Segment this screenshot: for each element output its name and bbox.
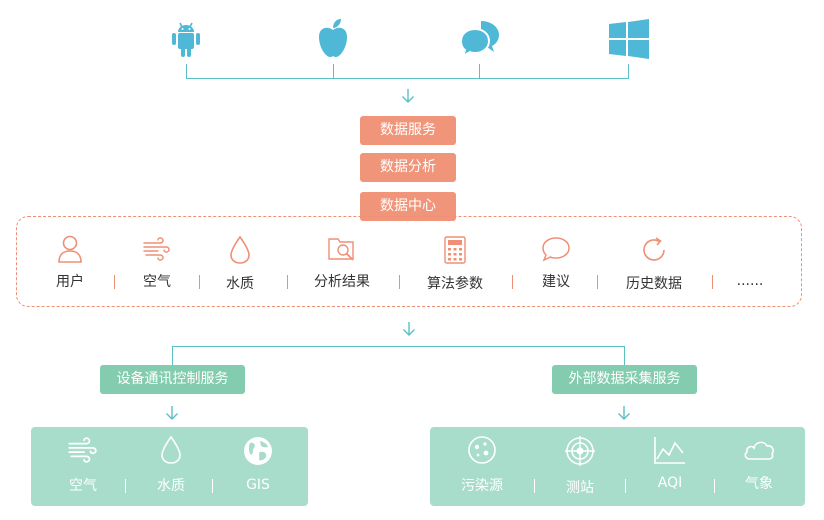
separator: [114, 275, 115, 289]
arrow-down-icon: [402, 89, 414, 103]
arrow-down-icon: [166, 406, 178, 420]
connector-android: [186, 64, 187, 78]
center-item-water: 水质: [195, 235, 285, 293]
arrow-down-icon: [618, 406, 630, 420]
separator: [399, 275, 400, 289]
chat-icon: [459, 18, 501, 58]
pollution-icon: [468, 436, 496, 464]
center-item-algorithm-params: 算法参数: [410, 235, 500, 293]
center-item-user: 用户: [25, 235, 115, 291]
center-item-air: 空气: [112, 235, 202, 291]
external-item-pollution: 污染源: [442, 435, 522, 495]
center-item-label: ......: [736, 273, 764, 289]
center-item-label: 用户: [56, 274, 84, 290]
center-item-label: 建议: [542, 274, 570, 290]
separator: [125, 479, 126, 493]
wind-icon: [143, 237, 170, 261]
external-item-station: 测站: [540, 435, 620, 497]
separator: [625, 479, 626, 493]
line-chart-icon: [654, 437, 685, 464]
refresh-icon: [643, 237, 665, 261]
cloud-icon: [744, 441, 774, 460]
drop-icon: [230, 235, 250, 264]
external-item-label: 测站: [566, 480, 594, 496]
external-data-collection-service: 外部数据采集服务: [552, 365, 697, 394]
connector-bus-branches: [172, 346, 625, 347]
center-item-more: ......: [705, 235, 795, 289]
android-icon: [170, 20, 202, 58]
separator: [534, 479, 535, 493]
center-item-history: 历史数据: [609, 235, 699, 293]
connector-apple: [333, 64, 334, 78]
external-item-weather: 气象: [719, 435, 799, 493]
connector-right-branch: [624, 346, 625, 365]
device-item-label: 水质: [157, 478, 185, 494]
external-item-label: 污染源: [461, 478, 503, 494]
device-item-water: 水质: [131, 435, 211, 495]
device-communication-service: 设备通讯控制服务: [100, 365, 245, 394]
arrow-down-icon: [403, 322, 415, 336]
target-icon: [565, 436, 595, 466]
user-icon: [58, 235, 82, 263]
center-item-analysis-result: 分析结果: [297, 235, 387, 291]
external-item-label: AQI: [657, 475, 683, 491]
separator: [712, 275, 713, 289]
wind-icon: [68, 437, 97, 463]
center-item-suggestion: 建议: [511, 235, 601, 291]
folder-search-icon: [328, 238, 354, 261]
device-item-air: 空气: [43, 435, 123, 495]
separator: [597, 275, 598, 289]
data-center-panel: 用户 空气 水质 分析结果: [16, 216, 802, 307]
drop-icon: [161, 435, 181, 464]
separator: [212, 479, 213, 493]
connector-chat: [479, 64, 480, 78]
separator: [287, 275, 288, 289]
connector-left-branch: [172, 346, 173, 365]
service-data-service: 数据服务: [360, 116, 456, 145]
connector-windows: [628, 64, 629, 78]
connector-bus-top: [186, 78, 629, 79]
separator: [199, 275, 200, 289]
separator: [512, 275, 513, 289]
device-item-gis: GIS: [218, 435, 298, 493]
center-item-label: 历史数据: [626, 276, 682, 292]
device-item-label: 空气: [69, 478, 97, 494]
windows-icon: [609, 19, 649, 59]
center-item-label: 算法参数: [427, 276, 483, 292]
center-item-label: 分析结果: [314, 274, 370, 290]
center-item-label: 水质: [226, 276, 254, 292]
external-item-label: 气象: [745, 476, 773, 492]
service-data-analysis: 数据分析: [360, 153, 456, 182]
device-item-label: GIS: [246, 477, 270, 493]
center-item-label: 空气: [143, 274, 171, 290]
globe-icon: [244, 437, 272, 465]
apple-icon: [316, 17, 350, 59]
external-item-aqi: AQI: [630, 435, 710, 491]
calculator-icon: [444, 236, 466, 264]
separator: [714, 479, 715, 493]
speech-bubble-icon: [542, 237, 570, 262]
device-panel: 空气 水质 GIS: [31, 427, 308, 506]
external-data-panel: 污染源 测站 AQI 气象: [430, 427, 805, 506]
